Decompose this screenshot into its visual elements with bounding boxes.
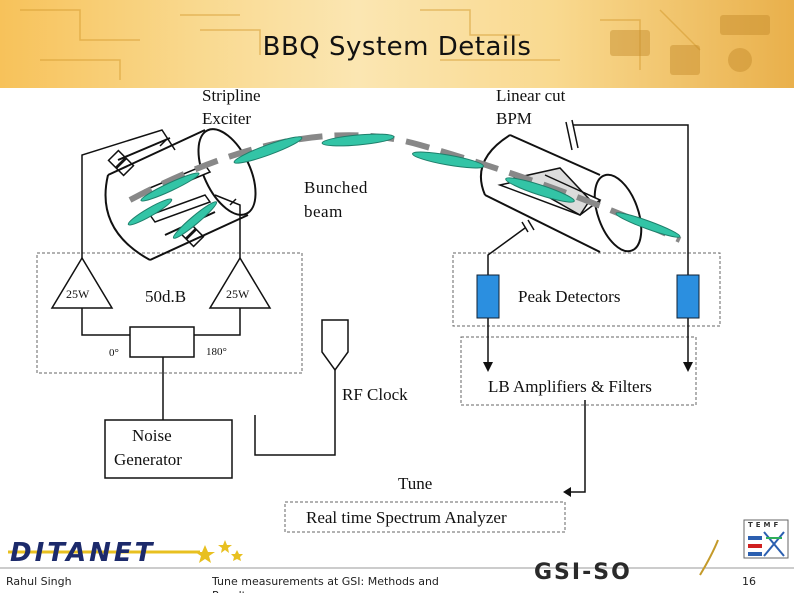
amplifier-right (208, 256, 272, 309)
bunched-beam-label-line2: beam (304, 202, 343, 221)
lb-amplifiers-box (460, 336, 697, 406)
attenuator-label: 50d.B (145, 287, 187, 306)
slide-title: BBQ System Details (262, 32, 532, 62)
footer-author: Rahul Singh (6, 575, 72, 588)
rf-clock-label: RF Clock (342, 385, 408, 404)
bpm-label-line2: BPM (496, 109, 532, 128)
noise-generator-box (104, 419, 233, 479)
spectrum-analyzer-box (284, 501, 566, 533)
bpm-label-line1: Linear cut (496, 86, 566, 105)
bunched-beam-label-line1: Bunched (304, 178, 368, 197)
peak-detectors-label: Peak Detectors (518, 287, 621, 306)
beam-bunches (127, 133, 681, 239)
peak-detector-left (476, 274, 500, 319)
linear-cut-bpm (480, 134, 643, 253)
peak-detector-right (676, 274, 700, 319)
hybrid-combiner (129, 326, 195, 358)
spectrum-analyzer-label: Real time Spectrum Analyzer (306, 508, 507, 527)
footer-talk-title: Tune measurements at GSI: Methods and Re… (212, 575, 439, 593)
noise-generator-label-line1: Noise (132, 426, 172, 445)
gsi-logo (699, 539, 719, 576)
lb-amplifiers-label: LB Amplifiers & Filters (488, 377, 652, 396)
noise-generator-label-line2: Generator (114, 450, 182, 469)
stripline-label-line1: Stripline (202, 86, 261, 105)
ditanet-logo (8, 540, 243, 563)
phase-0-label: 0° (109, 347, 119, 359)
amp-right-label: 25W (226, 287, 250, 301)
gsi-logo-text: GSI-SO (534, 560, 632, 585)
stripline-label-line2: Exciter (202, 109, 252, 128)
page-number: 16 (742, 575, 756, 588)
ditanet-logo-text: DITANET (10, 538, 156, 568)
amp-left-label: 25W (66, 287, 90, 301)
tune-label: Tune (398, 474, 433, 493)
temf-badge (743, 519, 789, 559)
amplifier-left (50, 256, 114, 309)
temf-badge-text: TEMF (748, 521, 782, 529)
header-decoration (20, 9, 770, 80)
beam-trajectory (128, 132, 682, 243)
rf-clock-symbol (321, 319, 349, 372)
header-banner: BBQ System Details (0, 0, 794, 88)
phase-180-label: 180° (206, 346, 227, 358)
amplifier-group-box (36, 252, 303, 374)
